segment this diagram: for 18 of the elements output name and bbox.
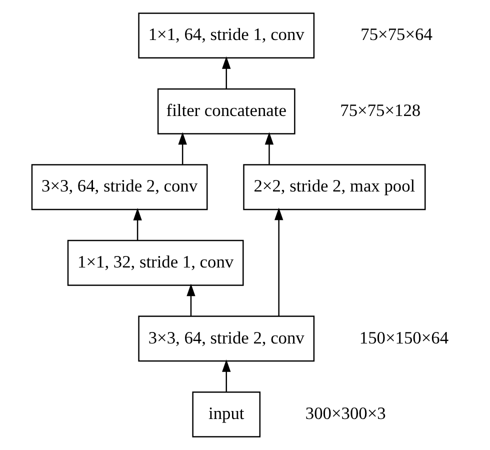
arrow — [178, 132, 187, 164]
node-label: 300×300×3 — [305, 404, 386, 424]
node-box: 3×3, 64, stride 2, conv — [31, 164, 208, 210]
node-box: filter concatenate — [157, 88, 296, 134]
arrow — [133, 208, 142, 240]
arrow — [264, 132, 274, 164]
node-box: 1×1, 64, stride 1, conv — [138, 12, 315, 59]
arrow — [222, 56, 231, 89]
node-box: 1×1, 32, stride 1, conv — [67, 240, 244, 286]
arrow — [186, 284, 196, 316]
arrow — [274, 208, 284, 316]
node-label: 75×75×128 — [340, 100, 421, 120]
node-box: 3×3, 64, stride 2, conv — [138, 316, 315, 362]
node-box: 2×2, stride 2, max pool — [243, 164, 426, 210]
node-box: input — [192, 391, 261, 438]
arrow — [222, 360, 231, 392]
node-label: 150×150×64 — [359, 328, 449, 348]
node-label: 75×75×64 — [360, 25, 432, 44]
